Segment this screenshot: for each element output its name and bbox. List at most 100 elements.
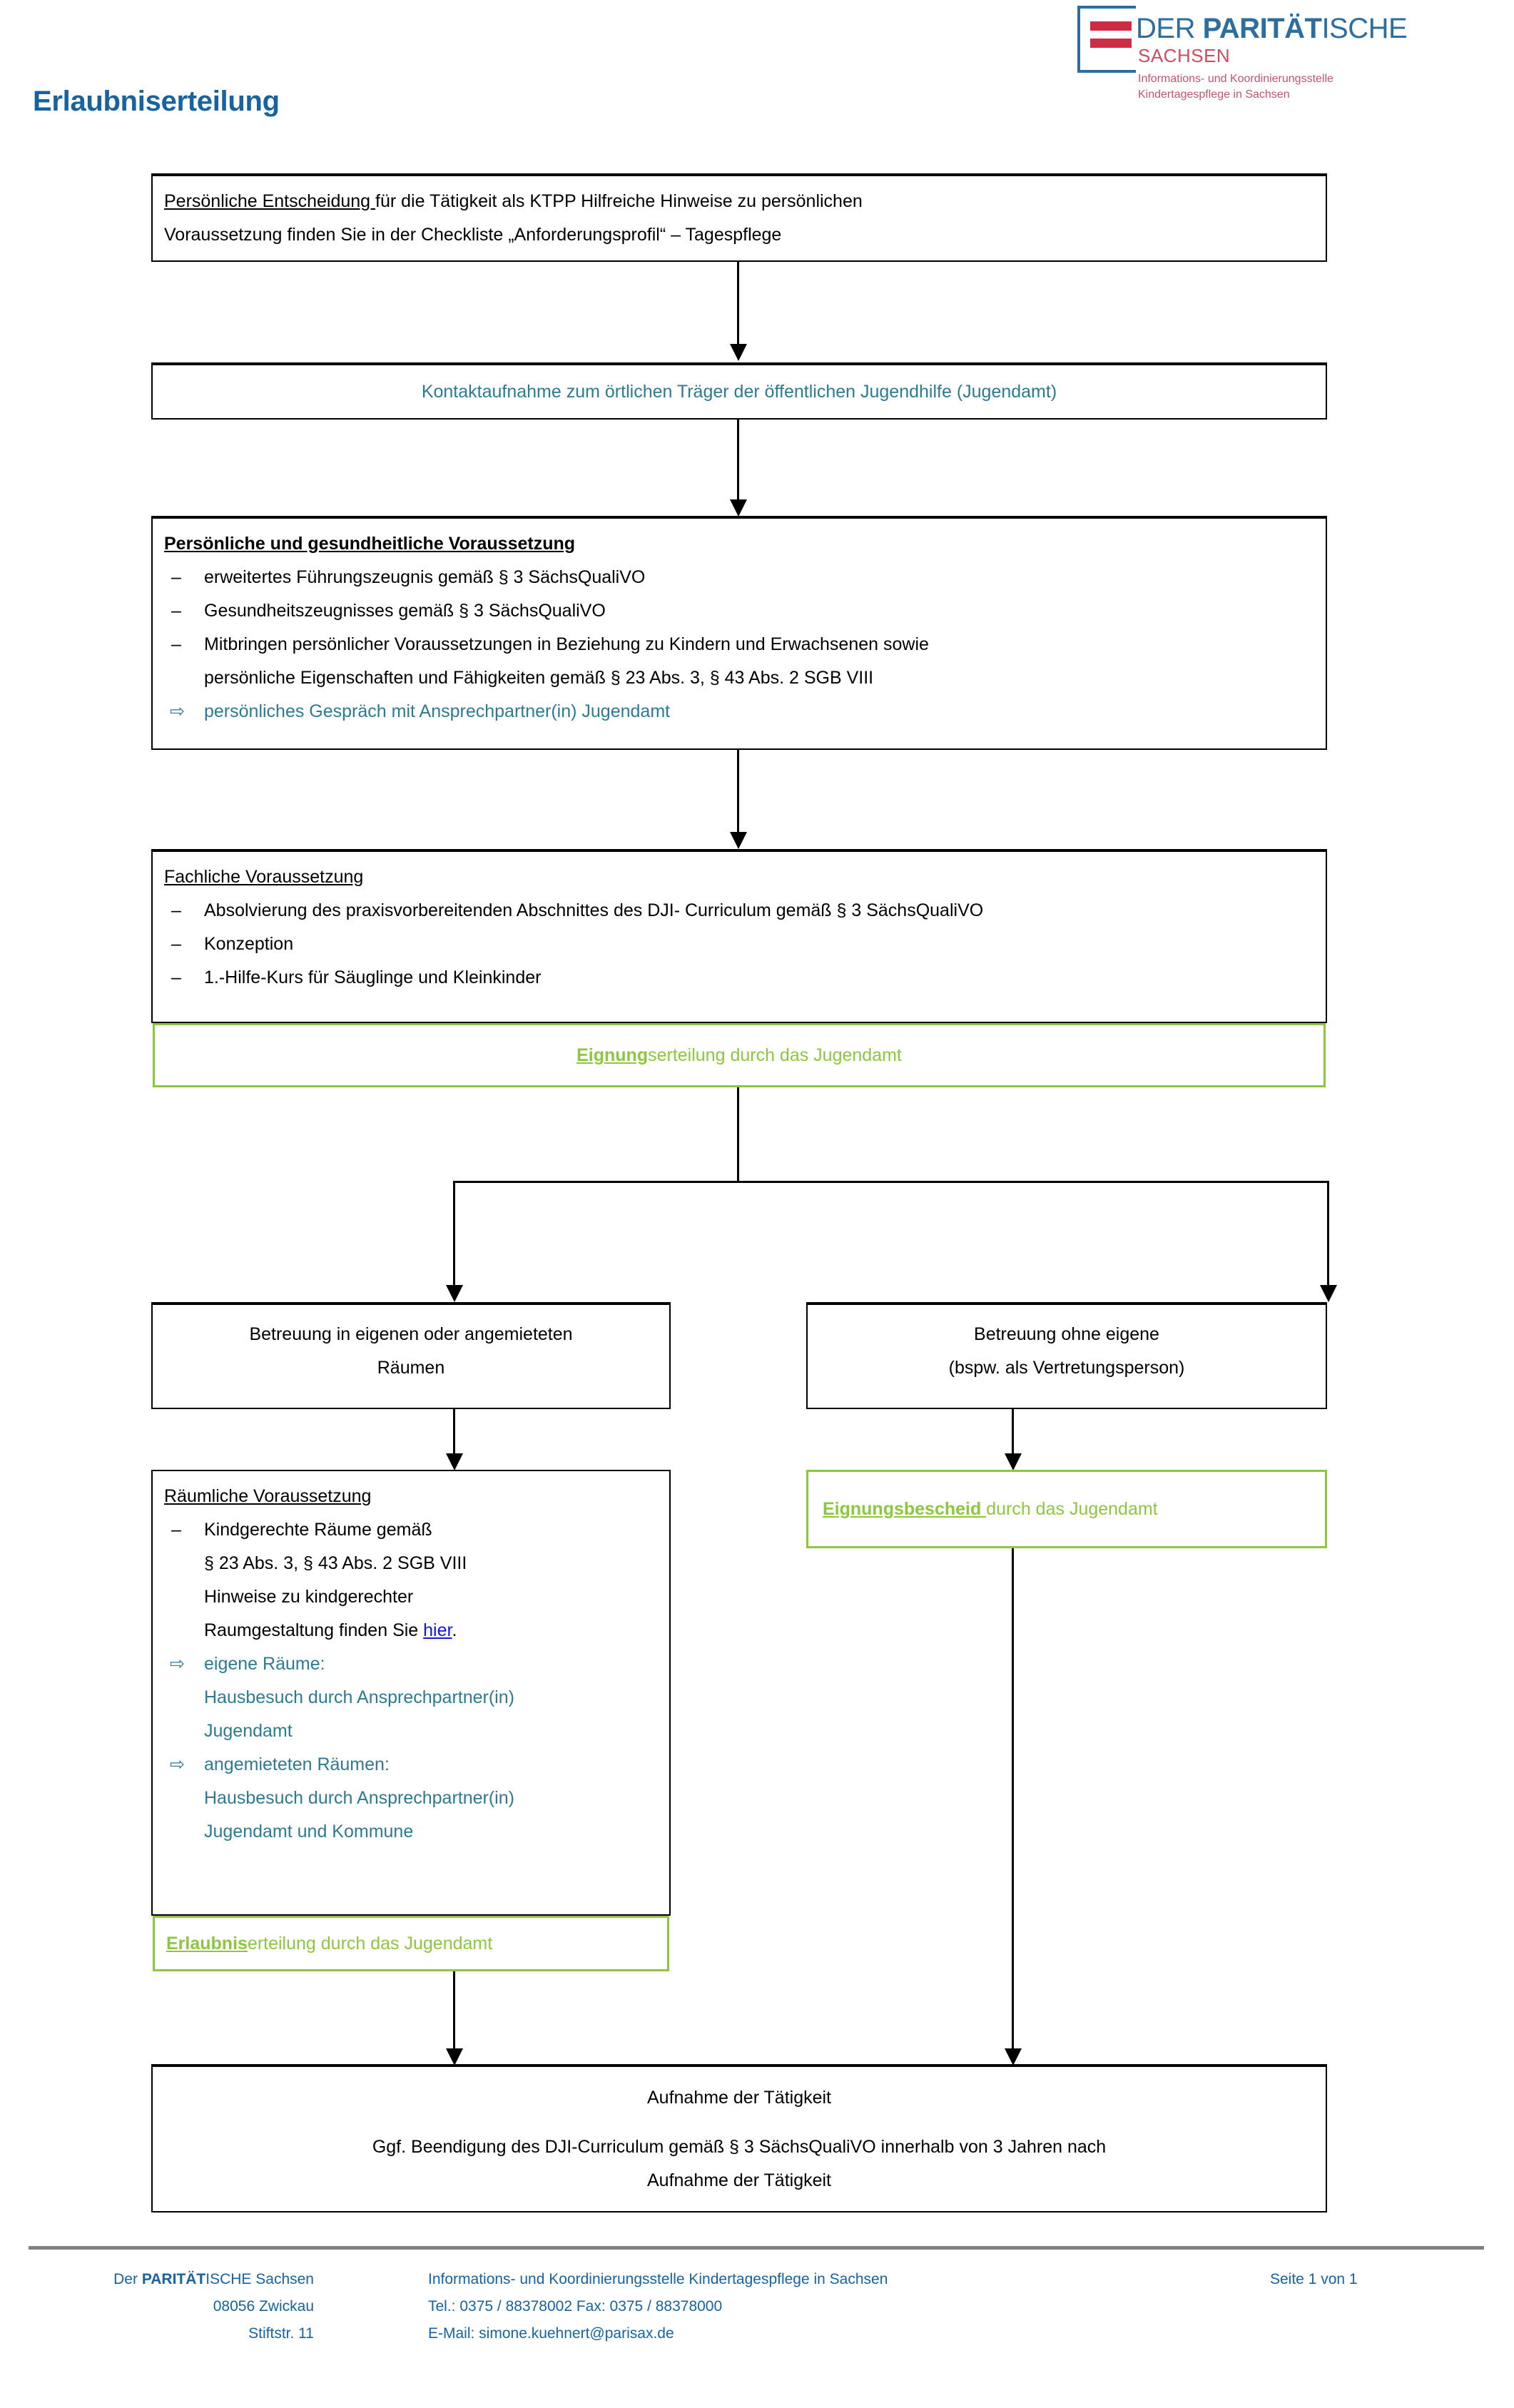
flow-box-betreuung-eigene-raeume: Betreuung in eigenen oder angemieteten R…: [151, 1302, 671, 1409]
list-item: persönliche Eigenschaften und Fähigkeite…: [164, 661, 1314, 695]
box5-bold-underlined: Eignung: [576, 1045, 649, 1065]
box9-line1: Aufnahme der Tätigkeit: [646, 2088, 832, 2108]
box6-right-line1: Betreuung ohne eigene: [974, 1324, 1159, 1344]
box1-line1-rest: für die Tätigkeit als KTPP Hilfreiche Hi…: [375, 191, 863, 211]
list-text: Hausbesuch durch Ansprechpartner(in): [204, 1788, 514, 1808]
logo-subline: Informations- und Koordinierungsstelle K…: [1138, 71, 1333, 102]
list-text: Gesundheitszeugnisses gemäß § 3 SächsQua…: [204, 601, 606, 621]
logo-subline-2: Kindertagespflege in Sachsen: [1138, 88, 1290, 101]
list-text: Hausbesuch durch Ansprechpartner(in): [204, 1687, 514, 1707]
list-text: Hinweise zu kindgerechter: [204, 1587, 414, 1607]
box3-list: –erweitertes Führungszeugnis gemäß § 3 S…: [164, 561, 1314, 728]
arrowhead-box6-left: [446, 1285, 463, 1302]
list-text: eigene Räume:: [204, 1654, 325, 1674]
logo-word-paritaet: PARITÄT: [1202, 13, 1322, 44]
list-item: ⇨angemieteten Räumen:: [164, 1748, 658, 1782]
list-text: persönliches Gespräch mit Ansprechpartne…: [204, 701, 671, 721]
footer-page-number: Seite 1 von 1: [1270, 2271, 1358, 2287]
footer-divider: [29, 2246, 1484, 2250]
footer-contact: Informations- und Koordinierungsstelle K…: [428, 2266, 1199, 2347]
connector-box1-box2: [737, 262, 739, 344]
box6-right-line2: (bspw. als Vertretungsperson): [948, 1358, 1185, 1378]
logo-subline-1: Informations- und Koordinierungsstelle: [1138, 73, 1333, 85]
box5-rest: serteilung durch das Jugendamt: [648, 1045, 902, 1065]
list-item: – Absolvierung des praxisvorbereitenden A…: [164, 894, 1314, 928]
connector-box8left-box9: [453, 1971, 455, 2048]
list-item: § 23 Abs. 3, § 43 Abs. 2 SGB VIII: [164, 1547, 658, 1580]
list-text: angemieteten Räumen:: [204, 1754, 390, 1774]
list-item: Raumgestaltung finden Sie hier.: [164, 1614, 658, 1647]
list-item: Hausbesuch durch Ansprechpartner(in): [164, 1782, 658, 1815]
page-title: Erlaubniserteilung: [33, 86, 280, 117]
connector-box6right-box7: [1012, 1409, 1014, 1453]
box6-left-line1: Betreuung in eigenen oder angemieteten: [249, 1324, 573, 1344]
box6-left-line2: Räumen: [377, 1358, 445, 1378]
list-item: –1.-Hilfe-Kurs für Säuglinge und Kleinki…: [164, 961, 1314, 995]
list-marker-dash: –: [171, 634, 181, 654]
flow-box-erlaubniserteilung: Erlaubniserteilung durch das Jugendamt: [153, 1916, 669, 1971]
box3-content: Persönliche und gesundheitliche Vorausse…: [153, 519, 1326, 736]
list-item: –Konzeption: [164, 928, 1314, 961]
logo-sachsen: SACHSEN: [1138, 45, 1231, 66]
box8-left-text: Erlaubniserteilung durch das Jugendamt: [155, 1918, 667, 1969]
list-item: Jugendamt: [164, 1714, 658, 1748]
logo-wordmark: DER PARITÄTISCHE: [1136, 13, 1408, 44]
box7-list: –Kindgerechte Räume gemäß § 23 Abs. 3, §…: [164, 1513, 658, 1849]
box7-content: Räumliche Voraussetzung –Kindgerechte Rä…: [153, 1471, 669, 1856]
footer-contact-line1: Informations- und Koordinierungsstelle K…: [428, 2271, 888, 2287]
box1-content: Persönliche Entscheidung für die Tätigke…: [153, 176, 1326, 259]
list-text: Mitbringen persönlicher Voraussetzungen …: [204, 634, 929, 654]
flow-box-betreuung-ohne-eigene: Betreuung ohne eigene (bspw. als Vertret…: [806, 1302, 1327, 1409]
list-marker-dash: –: [171, 601, 181, 621]
list-item: –erweitertes Führungszeugnis gemäß § 3 S…: [164, 561, 1314, 594]
box4-content: Fachliche Voraussetzung –Absolvierung de…: [153, 852, 1326, 1002]
list-text: Jugendamt und Kommune: [204, 1822, 414, 1841]
box9-line3: Aufnahme der Tätigkeit: [646, 2170, 832, 2190]
connector-box6left-box7: [453, 1409, 455, 1453]
box4-list: – Absolvierung des praxisvorbereitenden A…: [164, 894, 1314, 995]
flow-box-fachliche-voraussetzung: Fachliche Voraussetzung –Absolvierung de…: [151, 849, 1327, 1023]
list-marker-dash: –: [171, 900, 181, 920]
list-marker-dash: –: [171, 934, 181, 954]
box1-line1-underlined: Persönliche Entscheidung: [164, 191, 376, 211]
logo-bracket-icon: [1077, 6, 1136, 73]
flow-box-eignungsbescheid: Eignungsbescheid durch das Jugendamt: [806, 1470, 1327, 1548]
list-text: Kindgerechte Räume gemäß: [204, 1520, 432, 1540]
list-text: § 23 Abs. 3, § 43 Abs. 2 SGB VIII: [204, 1553, 467, 1573]
footer-address-line1: Der PARITÄTISCHE Sachsen: [29, 2266, 314, 2293]
footer-address-line2: 08056 Zwickau: [213, 2298, 314, 2315]
footer-addr-pre: Der: [113, 2271, 142, 2287]
box7-heading: Räumliche Voraussetzung: [164, 1486, 372, 1506]
connector-branch-bar: [453, 1181, 1329, 1183]
box2-text: Kontaktaufnahme zum örtlichen Träger der…: [421, 382, 1057, 402]
box1-line2: Voraussetzung finden Sie in der Checklis…: [164, 225, 782, 245]
list-item: Hausbesuch durch Ansprechpartner(in): [164, 1681, 658, 1714]
box1-line1: Persönliche Entscheidung für die Tätigke…: [164, 185, 1314, 218]
arrowhead-box4: [730, 832, 747, 849]
box3-heading: Persönliche und gesundheitliche Vorausse…: [164, 534, 576, 554]
arrowhead-box7-right: [1005, 1453, 1022, 1470]
list-text-post: .: [452, 1620, 457, 1640]
box5-text: Eignungserteilung durch das Jugendamt: [155, 1025, 1324, 1085]
list-item: –Kindgerechte Räume gemäß: [164, 1513, 658, 1547]
connector-branch-stem: [737, 1087, 739, 1183]
box9-line2: Ggf. Beendigung des DJI-Curriculum gemäß…: [372, 2137, 1107, 2157]
list-text: persönliche Eigenschaften und Fähigkeite…: [204, 668, 874, 688]
list-text: Jugendamt: [204, 1721, 293, 1741]
logo-word-der: DER: [1136, 13, 1203, 44]
flow-box-eignungserteilung: Eignungserteilung durch das Jugendamt: [153, 1023, 1326, 1087]
hier-link[interactable]: hier: [423, 1620, 452, 1640]
arrowhead-box9-right: [1005, 2048, 1022, 2066]
list-marker-dash: –: [171, 567, 181, 587]
arrowhead-box6-right: [1320, 1285, 1337, 1302]
arrow-right-icon: ⇨: [170, 1654, 185, 1674]
footer-contact-line2: Tel.: 0375 / 88378002 Fax: 0375 / 883780…: [428, 2298, 723, 2315]
connector-branch-left: [453, 1181, 455, 1285]
box8-left-rest: erteilung durch das Jugendamt: [247, 1934, 493, 1954]
flow-box-kontaktaufnahme: Kontaktaufnahme zum örtlichen Träger der…: [151, 362, 1327, 420]
footer-contact-line3: E-Mail: simone.kuehnert@parisax.de: [428, 2325, 674, 2342]
flow-box-persoenliche-entscheidung: Persönliche Entscheidung für die Tätigke…: [151, 173, 1327, 262]
box8-right-bold-underlined: Eignungsbescheid: [823, 1499, 987, 1519]
list-text: Absolvierung des praxisvorbereitenden Ab…: [204, 900, 984, 920]
arrow-right-icon: ⇨: [170, 701, 185, 721]
